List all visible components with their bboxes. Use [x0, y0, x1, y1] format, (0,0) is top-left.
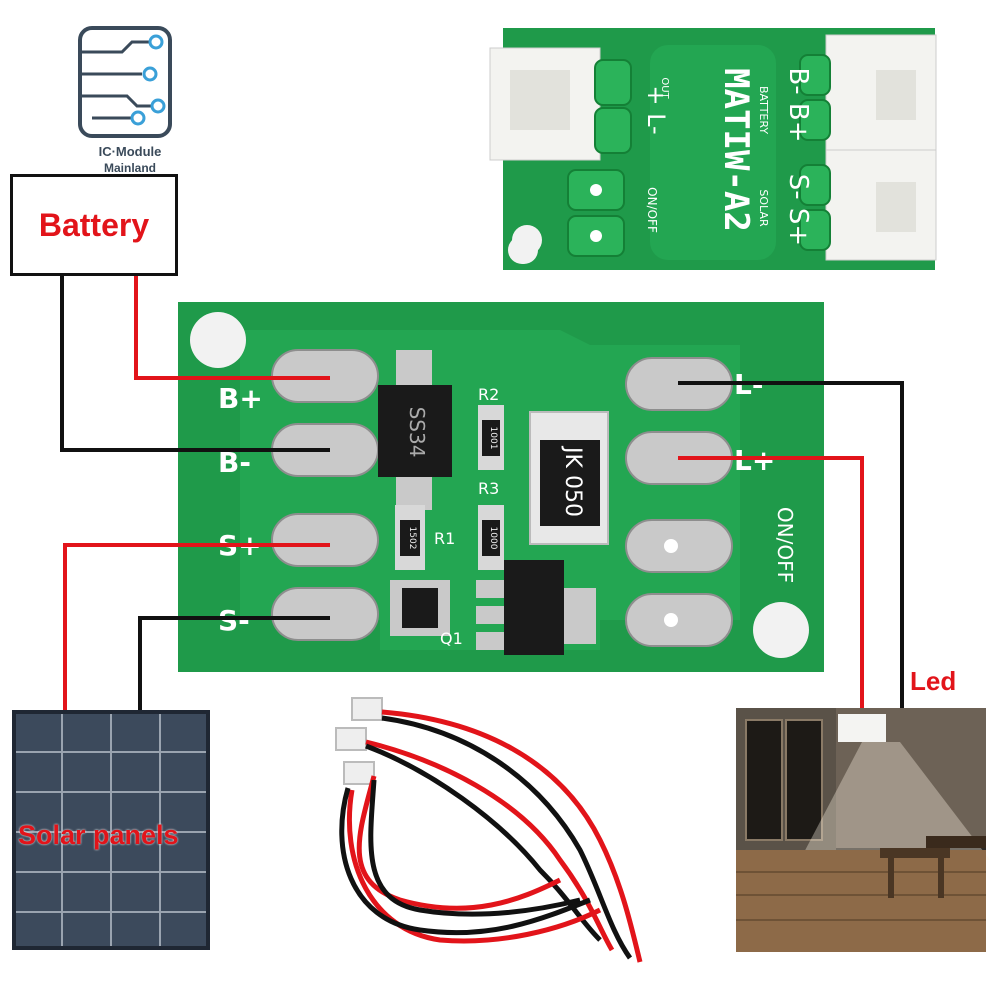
small-board-out-pins: + L-: [642, 85, 670, 134]
pad-switch-1: [625, 519, 733, 573]
pin-label-b-plus: B+: [218, 382, 263, 415]
mounting-hole: [190, 312, 246, 368]
transistor-q1: [402, 588, 438, 628]
led-label: Led: [910, 666, 957, 696]
pad-switch-2: [625, 593, 733, 647]
diode-ss34: [378, 385, 452, 477]
logo-brand-text: IC·Module: [98, 144, 162, 159]
wire-solar-positive: [63, 543, 330, 712]
resistor-r2: [482, 420, 500, 456]
resistor-r3: [482, 520, 500, 556]
jst-cable-bundle: [335, 697, 643, 963]
small-board-switch-label: ON/OFF: [645, 187, 659, 233]
small-board-battery-pins: B- B+: [783, 67, 813, 142]
pin-label-l-plus: L+: [734, 444, 775, 477]
led-light-fixture: [838, 714, 886, 742]
battery-label-box: Battery: [10, 174, 178, 276]
pin-label-s-minus: S-: [218, 604, 250, 637]
small-board-solar-label: SOLAR: [757, 189, 770, 227]
r1-code: 1502: [407, 527, 417, 550]
main-pcb-board: B+ B- S+ S- L- L+ ON/OFF SS34 JK 050 100…: [178, 302, 824, 672]
wiring: [60, 276, 904, 712]
battery-label: Battery: [38, 206, 150, 243]
logo-brand-subtext: Mainland: [103, 161, 156, 173]
main-switch-label: ON/OFF: [773, 507, 797, 583]
small-board-battery-label: BATTERY: [757, 86, 770, 134]
chip-marking: JK 050: [560, 445, 585, 517]
ref-r2: R2: [478, 385, 499, 404]
pad-s-plus: [271, 513, 379, 567]
ic-module-logo-icon: [78, 26, 172, 138]
mounting-hole: [753, 602, 809, 658]
ref-r1: R1: [434, 529, 455, 548]
small-board-out-label: OUT: [659, 77, 670, 99]
small-pcb-board: MATIW-A2 BATTERY B- B+ SOLAR S- S+ OUT +…: [489, 28, 937, 270]
small-board-title: MATIW-A2: [716, 68, 756, 232]
wire-led-negative: [678, 381, 904, 708]
resistor-r1: [400, 520, 420, 556]
led-scene-photo: [736, 708, 990, 952]
chip-jk050: [540, 440, 600, 526]
solar-panel: [12, 710, 210, 950]
r3-code: 1000: [488, 527, 498, 550]
wire-battery-positive: [134, 276, 330, 380]
regulator-ic: [504, 560, 564, 655]
r2-code: 1001: [488, 427, 498, 450]
solar-panels-label: Solar panels: [18, 820, 179, 850]
ref-q1: Q1: [440, 629, 463, 648]
small-board-solar-pins: S- S+: [783, 174, 813, 246]
wire-led-positive: [678, 456, 864, 708]
ref-r3: R3: [478, 479, 499, 498]
wire-battery-negative: [60, 276, 330, 452]
pad-s-minus: [271, 587, 379, 641]
diode-marking: SS34: [405, 407, 429, 458]
wire-solar-negative: [138, 616, 330, 712]
